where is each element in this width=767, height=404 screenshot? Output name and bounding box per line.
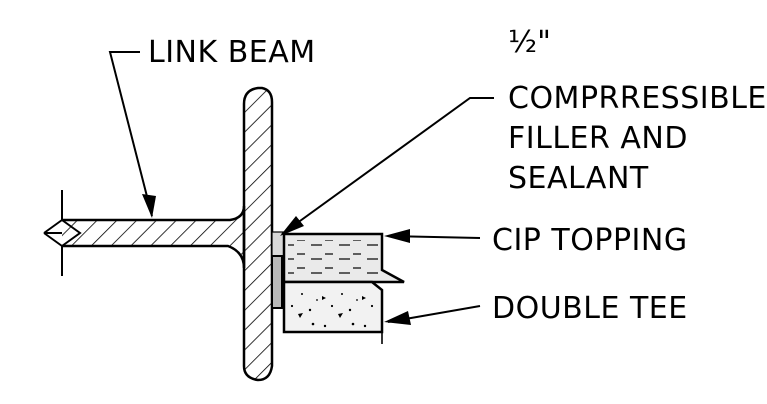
link-beam-arrowhead bbox=[142, 194, 156, 218]
label-filler-line1: COMPRRESSIBLE bbox=[508, 81, 767, 116]
leaders bbox=[108, 51, 494, 325]
cip-arrowhead bbox=[384, 229, 410, 243]
link-beam-section bbox=[43, 86, 274, 382]
break-line bbox=[43, 190, 82, 276]
label-cip-topping: CIP TOPPING bbox=[492, 223, 688, 258]
label-double-tee: DOUBLE TEE bbox=[492, 291, 688, 326]
label-filler-line3: SEALANT bbox=[508, 161, 649, 196]
label-link-beam: LINK BEAM bbox=[148, 35, 316, 70]
filler-leader bbox=[281, 97, 494, 235]
compressible-filler bbox=[271, 231, 285, 309]
double-tee-arrowhead bbox=[384, 311, 411, 325]
beam-flange bbox=[62, 205, 246, 269]
label-filler-line2: FILLER AND bbox=[508, 121, 688, 156]
filler-arrowhead bbox=[280, 216, 304, 236]
link-beam-leader bbox=[108, 51, 153, 217]
label-filler-fraction: ½" bbox=[508, 25, 551, 60]
cip-topping bbox=[282, 232, 405, 284]
double-tee bbox=[282, 280, 384, 344]
beam-web bbox=[242, 86, 274, 382]
